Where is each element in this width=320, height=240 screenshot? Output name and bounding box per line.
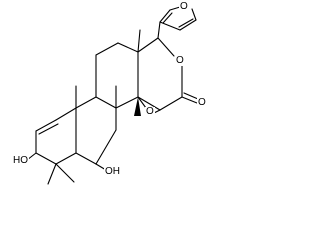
ring-b-bonds [75, 96, 117, 165]
epoxide-oxygen-label: O [145, 106, 155, 117]
ring-a-bonds [35, 107, 77, 165]
hydroxyl-left-label: HO [12, 155, 29, 166]
epoxide-bonds [134, 96, 161, 116]
molecule-skeleton [26, 6, 199, 185]
furan-bonds [157, 6, 197, 39]
furan-oxygen-label: O [179, 1, 189, 12]
hydroxyl-bottom-label: OH [104, 166, 121, 177]
ring-c-bonds [95, 42, 139, 109]
carbonyl-oxygen-label: O [197, 97, 207, 108]
lactone-oxygen-label: O [175, 55, 185, 66]
methyl-bonds [47, 29, 141, 185]
ring-d-bonds [137, 37, 199, 111]
hydroxyl-bonds [26, 152, 107, 171]
molecule-structure-diagram: O O O O HO OH [12, 1, 207, 185]
